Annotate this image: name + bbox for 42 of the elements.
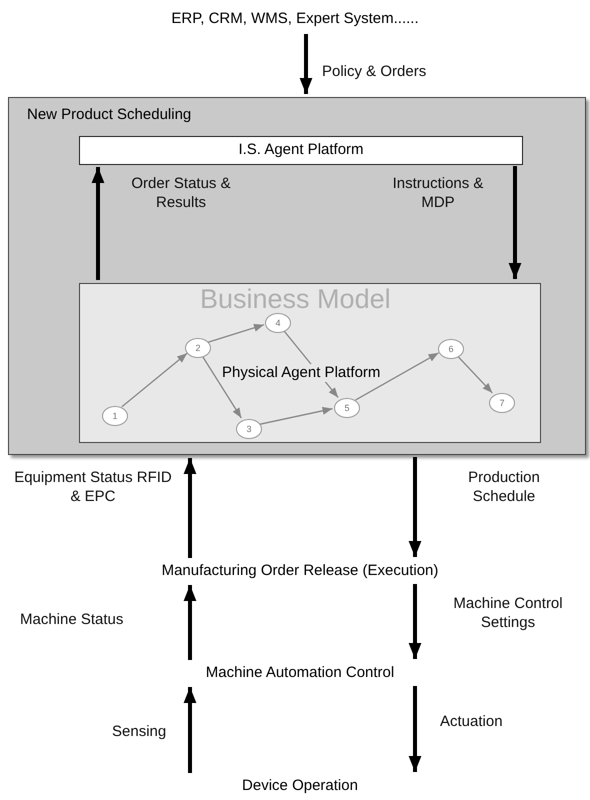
step-circle: 1	[102, 406, 128, 426]
level-label: Manufacturing Order Release (Execution)	[135, 560, 465, 582]
arrow	[355, 352, 439, 401]
arrow	[121, 352, 188, 408]
background-title: Business Model	[200, 285, 391, 313]
step-circle: 6	[438, 339, 464, 359]
arrow	[408, 686, 422, 772]
arrow	[259, 406, 333, 425]
step-circle: 3	[236, 419, 262, 439]
level-label: Machine Automation Control	[178, 662, 422, 684]
edge-label: Actuation	[440, 712, 504, 731]
arrow	[300, 34, 312, 94]
step-circle: 5	[334, 398, 360, 418]
scheduling-panel	[8, 97, 586, 455]
edge-label: Machine Status	[20, 610, 124, 629]
arrow	[92, 167, 104, 280]
arrow	[408, 457, 422, 557]
arrow	[282, 329, 339, 398]
arrow	[408, 584, 422, 659]
arrow	[508, 166, 522, 279]
step-circle: 7	[489, 393, 515, 413]
arrow	[184, 687, 196, 773]
level-label: Device Operation	[180, 775, 420, 797]
edge-label: Sensing	[112, 722, 168, 741]
step-circle: 2	[185, 338, 211, 358]
arrow	[201, 354, 242, 418]
arrow	[208, 324, 264, 343]
edge-label: Equipment Status RFID & EPC	[13, 468, 173, 506]
system-label: ERP, CRM, WMS, Expert System......	[145, 8, 445, 32]
edge-label: Instructions & MDP	[392, 174, 484, 212]
step-circle: 4	[265, 313, 291, 333]
panel-title: New Product Scheduling	[27, 106, 192, 123]
edge-label: Order Status & Results	[130, 174, 232, 212]
panel-title: Physical Agent Platform	[220, 364, 382, 382]
edge-label: Production Schedule	[467, 468, 541, 506]
arrow	[456, 354, 493, 394]
arrow	[184, 458, 196, 558]
arrow	[184, 585, 196, 660]
model-panel	[79, 283, 541, 443]
platform-box: I.S. Agent Platform	[79, 136, 523, 165]
edge-label: Policy & Orders	[322, 62, 428, 81]
edge-label: Machine Control Settings	[452, 594, 564, 632]
